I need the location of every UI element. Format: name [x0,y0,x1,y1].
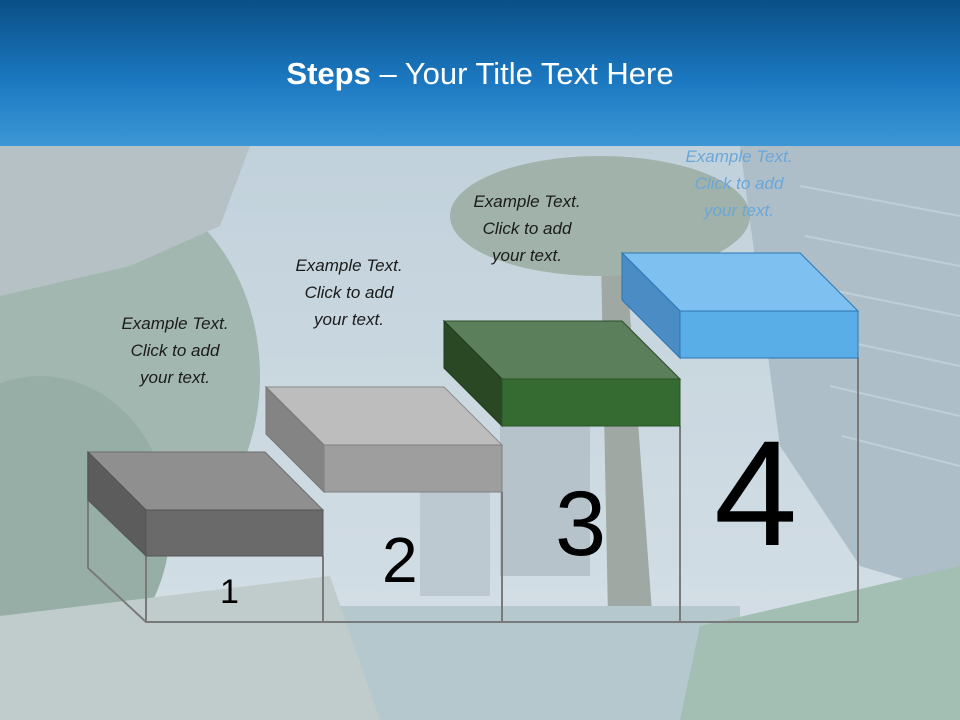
step2-number: 2 [382,524,418,596]
step1-block[interactable] [86,450,325,558]
step2-caption-line2: Click to add [304,283,394,302]
slide-title[interactable]: Steps – Your Title Text Here [0,56,960,92]
title-rest: – Your Title Text Here [370,56,674,91]
step3-number: 3 [555,473,607,575]
step3-caption-line2: Click to add [482,219,572,238]
step4-number: 4 [714,409,798,577]
step1-caption-line1: Example Text. [121,314,229,333]
step2-caption[interactable]: Example Text. Click to add your text. [264,252,434,333]
step1-caption-line3: your text. [140,368,210,387]
step4-caption-line1: Example Text. [685,147,793,166]
step4-block[interactable] [620,251,860,360]
step1-caption-line2: Click to add [130,341,220,360]
step1-number: 1 [220,573,239,611]
step2-caption-line3: your text. [314,310,384,329]
title-bar [0,0,960,146]
step3-block[interactable] [442,319,682,428]
step2-caption-line1: Example Text. [295,256,403,275]
step3-caption[interactable]: Example Text. Click to add your text. [442,188,612,269]
step4-caption-line3: your text. [704,201,774,220]
step1-caption[interactable]: Example Text. Click to add your text. [90,310,260,391]
title-bold: Steps [286,56,371,91]
step3-caption-line3: your text. [492,246,562,265]
step3-caption-line1: Example Text. [473,192,581,211]
step2-block[interactable] [264,385,504,494]
step4-caption-line2: Click to add [694,174,784,193]
step4-caption[interactable]: Example Text. Click to add your text. [654,143,824,224]
